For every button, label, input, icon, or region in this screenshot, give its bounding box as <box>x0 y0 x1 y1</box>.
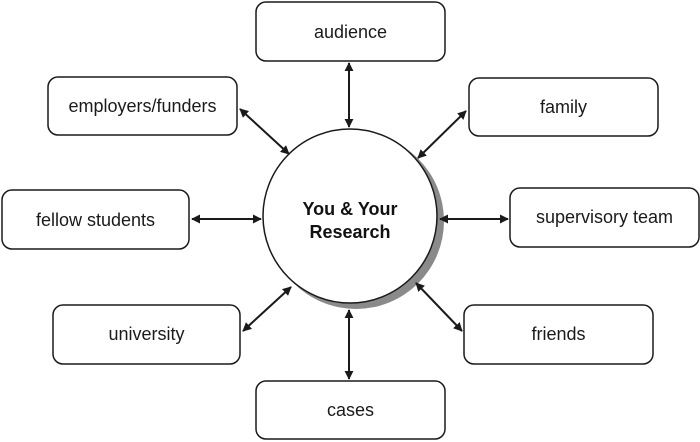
node-university-box <box>52 304 241 365</box>
node-audience-label: audience <box>314 22 387 42</box>
node-family-label: family <box>540 97 587 117</box>
arrow-friends <box>415 282 463 332</box>
connectors <box>191 62 509 380</box>
node-fellow-students-label: fellow students <box>36 210 155 230</box>
node-university-label: university <box>108 324 184 344</box>
node-supervisory-team-box <box>509 187 700 248</box>
node-cases-label: cases <box>327 400 374 420</box>
arrow-university <box>242 286 292 332</box>
node-audience: audience <box>255 1 446 62</box>
node-audience-box <box>255 1 446 62</box>
center-label-line2: Research <box>309 222 390 242</box>
node-employers-funders: employers/funders <box>47 76 238 136</box>
node-employers-funders-box <box>47 76 238 136</box>
node-supervisory-team-label: supervisory team <box>536 207 673 227</box>
node-fellow-students-box <box>1 189 190 250</box>
node-friends-label: friends <box>531 324 585 344</box>
node-friends: friends <box>463 304 654 365</box>
node-family-box <box>468 77 659 137</box>
arrow-family <box>417 110 467 159</box>
center-node: You & Your Research <box>262 128 444 309</box>
arrow-employers-funders <box>239 108 290 155</box>
node-cases-box <box>255 380 446 440</box>
node-fellow-students: fellow students <box>1 189 190 250</box>
center-circle <box>262 128 438 304</box>
center-label-line1: You & Your <box>302 199 397 219</box>
node-university: university <box>52 304 241 365</box>
node-employers-funders-label: employers/funders <box>68 96 216 116</box>
node-family: family <box>468 77 659 137</box>
node-cases: cases <box>255 380 446 440</box>
node-friends-box <box>463 304 654 365</box>
node-supervisory-team: supervisory team <box>509 187 700 248</box>
